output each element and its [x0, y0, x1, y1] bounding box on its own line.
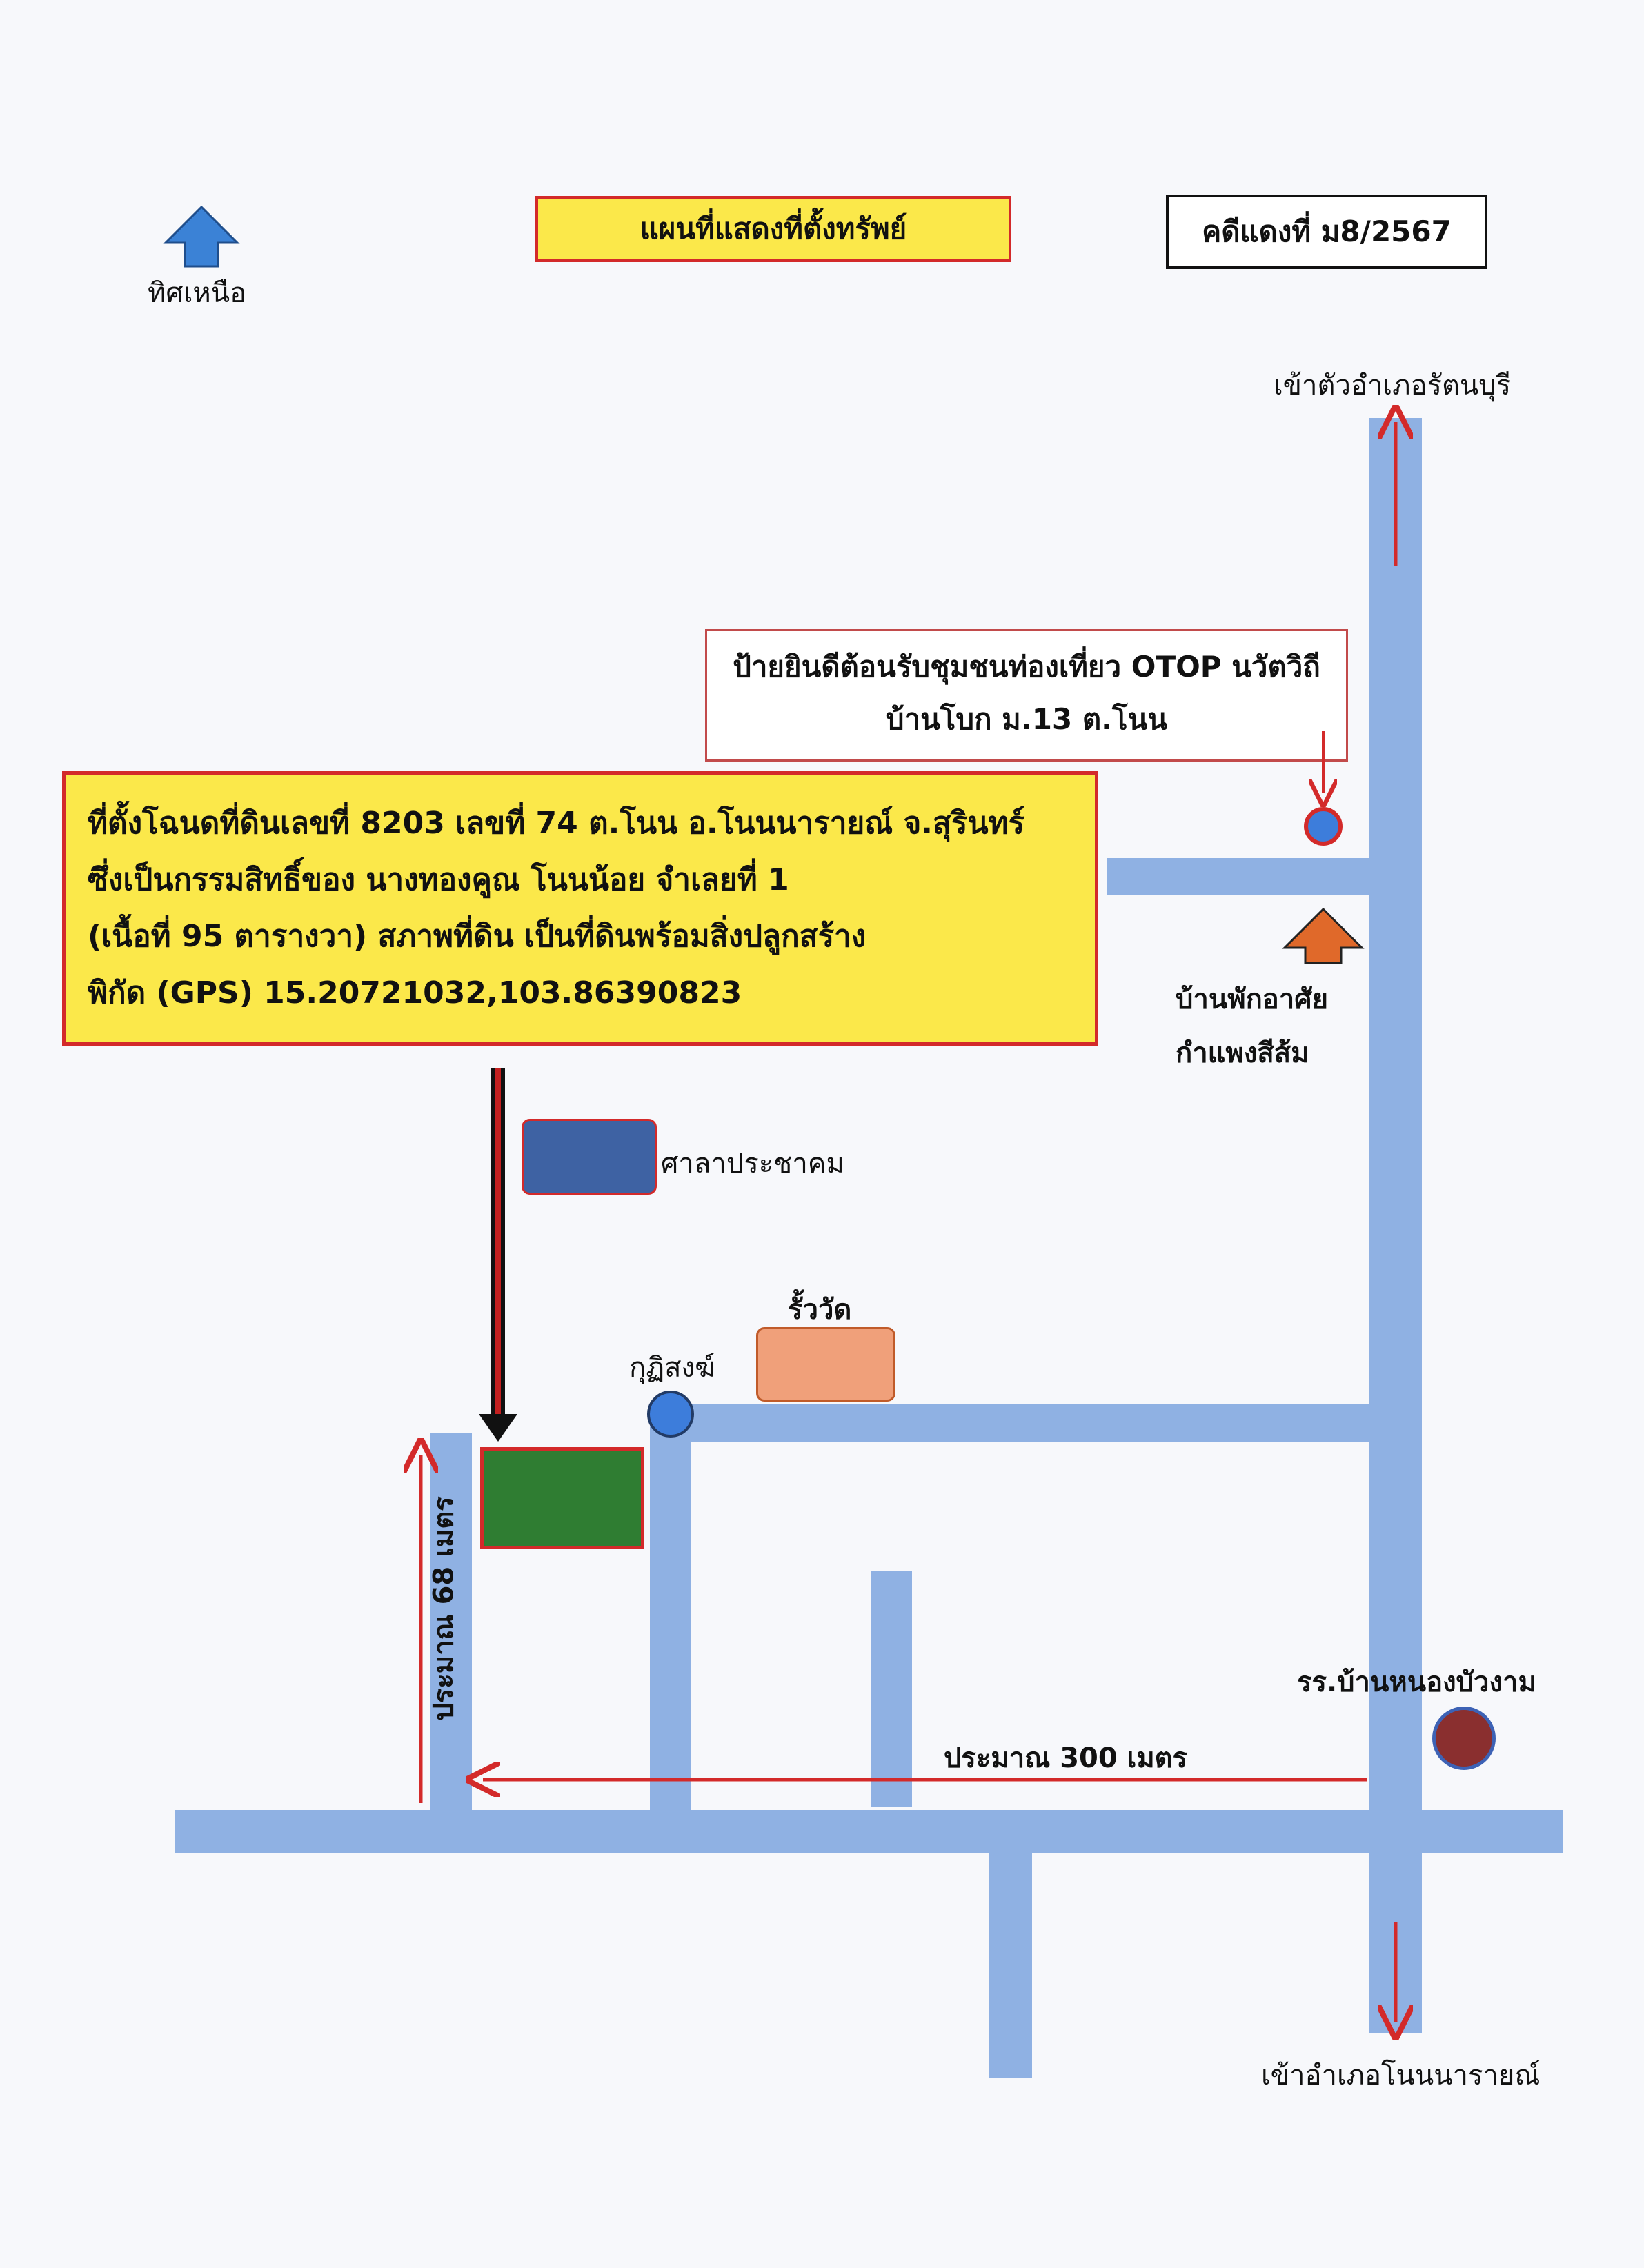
- road-upper-horizontal: [1107, 858, 1383, 895]
- school-label: รร.บ้านหนองบัวงาม: [1297, 1667, 1536, 1698]
- school-marker: [1432, 1707, 1496, 1770]
- to-nonnarai-label: เข้าอำเภอโนนนารายณ์: [1261, 2060, 1541, 2091]
- road-middle-horizontal: [691, 1404, 1388, 1442]
- property-info-line-4: พิกัด (GPS) 15.20721032,103.86390823: [88, 975, 742, 1011]
- road-bottom-horizontal: [175, 1810, 1563, 1853]
- road-left-vertical: [430, 1433, 472, 1820]
- map-title: แผนที่แสดงที่ตั้งทรัพย์: [535, 196, 1011, 262]
- road-middle-vertical: [650, 1404, 691, 1821]
- property-info-line-2: ซึ่งเป็นกรรมสิทธิ์ของ นางทองคูณ โนนน้อย …: [88, 862, 789, 897]
- property-plot: [480, 1447, 644, 1549]
- monk-hut-label: กุฏิสงฆ์: [629, 1352, 715, 1384]
- temple-fence-label: รั้ววัด: [788, 1294, 852, 1326]
- welcome-sign-box: ป้ายยินดีต้อนรับชุมชนท่องเที่ยว OTOP นวั…: [705, 629, 1348, 762]
- community-hall-label: ศาลาประชาคม: [661, 1148, 844, 1180]
- monk-hut-marker: [647, 1391, 694, 1438]
- road-main-vertical: [1369, 418, 1422, 2033]
- to-rattanaburi-label: เข้าตัวอำเภอรัตนบุรี: [1274, 370, 1512, 401]
- sign-line-2: บ้านโบก ม.13 ต.โนน: [885, 702, 1168, 736]
- house-label-line-1: บ้านพักอาศัย: [1176, 984, 1329, 1015]
- north-label: ทิศเหนือ: [148, 277, 247, 309]
- road-short-vertical: [871, 1571, 912, 1807]
- arrow-property-pointer-head: [479, 1414, 517, 1442]
- property-info-line-3: (เนื้อที่ 95 ตารางวา) สภาพที่ดิน เป็นที่…: [88, 919, 866, 954]
- house-label-line-2: กำแพงสีส้ม: [1176, 1037, 1309, 1069]
- community-hall-marker: [522, 1119, 657, 1195]
- sign-location-marker: [1304, 807, 1343, 846]
- distance-vertical-label: ประมาณ 68 เมตร: [428, 1496, 460, 1721]
- temple-fence-marker: [756, 1327, 895, 1402]
- property-info-line-1: ที่ตั้งโฉนดที่ดินเลขที่ 8203 เลขที่ 74 ต…: [88, 806, 1025, 841]
- property-info-box: ที่ตั้งโฉนดที่ดินเลขที่ 8203 เลขที่ 74 ต…: [62, 771, 1098, 1046]
- road-south-vertical: [989, 1849, 1032, 2078]
- sign-line-1: ป้ายยินดีต้อนรับชุมชนท่องเที่ยว OTOP นวั…: [733, 650, 1320, 684]
- distance-horizontal-label: ประมาณ 300 เมตร: [944, 1742, 1188, 1774]
- case-number: คดีแดงที่ ม8/2567: [1166, 195, 1487, 269]
